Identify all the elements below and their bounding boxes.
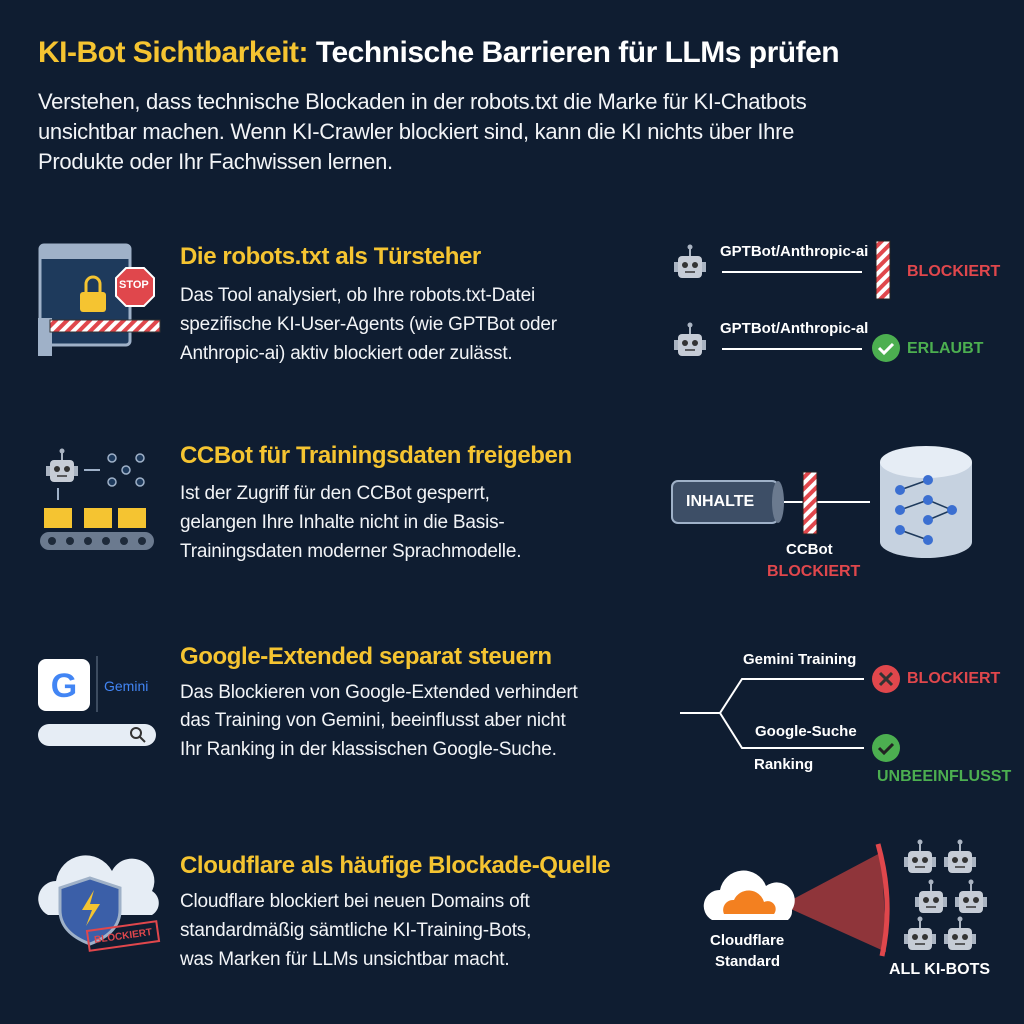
section-heading: Die robots.txt als Türsteher xyxy=(180,243,481,270)
section-body: Cloudflare blockiert bei neuen Domains o… xyxy=(180,891,530,912)
section-body: Ist der Zugriff für den CCBot gesperrt, xyxy=(180,483,490,504)
section-heading: CCBot für Trainingsdaten freigeben xyxy=(180,442,572,469)
section-body: das Training von Gemini, beeinflusst abe… xyxy=(180,710,566,731)
source-label: Standard xyxy=(715,953,781,970)
branch-label: Google-Suche xyxy=(755,723,857,740)
subtitle-line: Produkte oder Ihr Fachwissen lernen. xyxy=(38,149,393,174)
gemini-logo: Gemini xyxy=(104,678,149,694)
section-body: standardmäßig sämtliche KI-Training-Bots… xyxy=(180,920,532,941)
browser-lock-stop-barrier-icon xyxy=(38,243,161,356)
section-body: Anthropic-ai) aktiv blockiert oder zuläs… xyxy=(180,343,513,364)
targets-label: ALL KI-BOTS xyxy=(889,961,991,978)
stop-sign-label: STOP xyxy=(119,279,149,291)
source-label: Cloudflare xyxy=(710,932,785,949)
status-blocked: BLOCKIERT xyxy=(907,263,1001,280)
branch-label: Gemini Training xyxy=(743,651,857,668)
status-allowed: ERLAUBT xyxy=(907,340,984,357)
status-blocked: BLOCKIERT xyxy=(907,670,1001,687)
subtitle-line: unsichtbar machen. Wenn KI-Crawler block… xyxy=(38,119,795,144)
section-body: gelangen Ihre Inhalte nicht in die Basis… xyxy=(180,512,505,533)
agent-label: GPTBot/Anthropic-al xyxy=(720,320,869,337)
section-body: spezifische KI-User-Agents (wie GPTBot o… xyxy=(180,314,557,335)
section-heading: Cloudflare als häufige Blockade-Quelle xyxy=(180,852,611,879)
svg-text:G: G xyxy=(51,667,77,705)
section-body: Das Blockieren von Google-Extended verhi… xyxy=(180,682,578,703)
subtitle-line: Verstehen, dass technische Blockaden in … xyxy=(38,89,807,114)
section-body: Ihr Ranking in der klassischen Google-Su… xyxy=(180,739,557,760)
branch-label: Ranking xyxy=(754,756,814,773)
robot-neural-network-conveyor-icon xyxy=(40,447,154,550)
status-blocked: BLOCKIERT xyxy=(767,563,861,580)
cloud-shield-blocked-icon xyxy=(38,855,161,952)
bot-label: CCBot xyxy=(786,541,833,558)
agent-label: GPTBot/Anthropic-ai xyxy=(720,243,869,260)
pipe-label: INHALTE xyxy=(686,493,755,510)
section-heading: Google-Extended separat steuern xyxy=(180,643,552,670)
status-unaffected: UNBEEINFLUSST xyxy=(877,768,1012,785)
section-body: Das Tool analysiert, ob Ihre robots.txt-… xyxy=(180,285,535,306)
section-body: Trainingsdaten moderner Sprachmodelle. xyxy=(180,541,522,562)
google-gemini-search-icon: G xyxy=(38,656,156,746)
section-body: was Marken für LLMs unsichtbar macht. xyxy=(180,949,510,970)
page-title: KI-Bot Sichtbarkeit: Technische Barriere… xyxy=(38,36,840,69)
